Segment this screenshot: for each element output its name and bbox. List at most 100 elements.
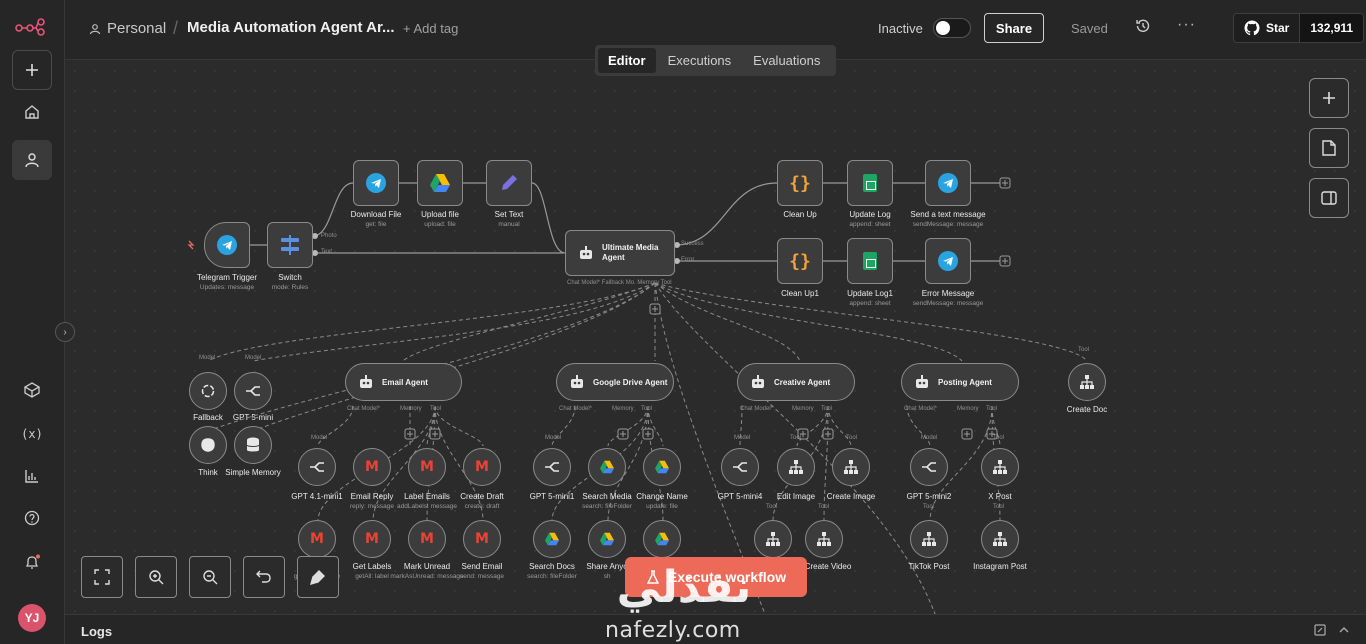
tab-editor[interactable]: Editor bbox=[598, 48, 656, 73]
node-set-text[interactable] bbox=[486, 160, 532, 206]
chevron-up-icon[interactable] bbox=[1338, 624, 1350, 636]
node-sub: search: fileFolder bbox=[582, 503, 632, 510]
node-creative-tool[interactable] bbox=[754, 520, 792, 558]
node-change-name[interactable] bbox=[643, 448, 681, 486]
node-send-text-message[interactable] bbox=[925, 160, 971, 206]
node-gpt-5-mini[interactable] bbox=[234, 372, 272, 410]
node-get-emails[interactable]: M bbox=[298, 520, 336, 558]
node-google-drive-agent[interactable]: Google Drive Agent bbox=[556, 363, 674, 401]
node-search-media[interactable] bbox=[588, 448, 626, 486]
port-label: Photo bbox=[321, 233, 337, 239]
node-label: GPT 4.1-mini1 bbox=[291, 492, 343, 501]
robot-icon bbox=[360, 375, 372, 388]
port-label: Chat Model* bbox=[347, 406, 381, 412]
execute-workflow-button[interactable]: Execute workflow bbox=[625, 557, 807, 597]
node-error-message[interactable] bbox=[925, 238, 971, 284]
history-icon[interactable] bbox=[1135, 18, 1151, 34]
node-update-log[interactable] bbox=[847, 160, 893, 206]
node-send-email[interactable]: M bbox=[463, 520, 501, 558]
github-star-button[interactable]: Star bbox=[1234, 14, 1300, 42]
node-switch[interactable] bbox=[267, 222, 313, 268]
breadcrumb[interactable]: Personal bbox=[89, 20, 166, 37]
home-button[interactable] bbox=[12, 92, 52, 132]
node-gpt-4-1-mini1[interactable] bbox=[298, 448, 336, 486]
port-label: Tool bbox=[993, 435, 1005, 441]
node-x-post[interactable] bbox=[981, 448, 1019, 486]
breadcrumb-home[interactable]: Personal bbox=[107, 20, 167, 37]
box-icon bbox=[24, 382, 40, 398]
variables-button[interactable]: (x) bbox=[12, 414, 52, 454]
node-upload-file[interactable] bbox=[417, 160, 463, 206]
node-label-emails[interactable]: M bbox=[408, 448, 446, 486]
add-node-button[interactable] bbox=[1309, 78, 1349, 118]
node-label: Update Log1 bbox=[847, 289, 893, 298]
sticky-note-button[interactable] bbox=[1309, 128, 1349, 168]
zoom-out-button[interactable] bbox=[189, 556, 231, 598]
templates-button[interactable] bbox=[12, 370, 52, 410]
github-star-widget[interactable]: Star 132,911 bbox=[1233, 13, 1365, 43]
personal-button[interactable] bbox=[12, 140, 52, 180]
node-mark-unread[interactable]: M bbox=[408, 520, 446, 558]
robot-icon bbox=[916, 375, 928, 388]
tab-executions[interactable]: Executions bbox=[667, 53, 732, 68]
tab-evaluations[interactable]: Evaluations bbox=[753, 53, 821, 68]
node-share-anyone[interactable] bbox=[588, 520, 626, 558]
node-instagram-post[interactable] bbox=[981, 520, 1019, 558]
brain-icon bbox=[201, 438, 215, 452]
node-update-log1[interactable] bbox=[847, 238, 893, 284]
node-email-agent[interactable]: Email Agent bbox=[345, 363, 462, 401]
port-label: Tool bbox=[1078, 347, 1090, 353]
node-drive-tool[interactable] bbox=[643, 520, 681, 558]
node-gpt-5-mini1[interactable] bbox=[533, 448, 571, 486]
node-think[interactable] bbox=[189, 426, 227, 464]
node-create-video[interactable] bbox=[805, 520, 843, 558]
node-search-docs[interactable] bbox=[533, 520, 571, 558]
node-label: Think bbox=[198, 468, 218, 477]
node-posting-agent[interactable]: Posting Agent bbox=[901, 363, 1019, 401]
node-create-doc[interactable] bbox=[1068, 363, 1106, 401]
node-get-labels[interactable]: M bbox=[353, 520, 391, 558]
node-telegram-trigger[interactable] bbox=[204, 222, 250, 268]
node-label: GPT 5-mini1 bbox=[529, 492, 575, 501]
node-email-reply[interactable]: M bbox=[353, 448, 391, 486]
port-label: Model bbox=[545, 435, 562, 441]
node-label: Telegram Trigger bbox=[196, 273, 258, 282]
tidy-up-button[interactable] bbox=[297, 556, 339, 598]
create-button[interactable] bbox=[12, 50, 52, 90]
workflow-canvas[interactable]: Telegram Trigger Updates: message Photo … bbox=[65, 61, 1366, 614]
node-tiktok-post[interactable] bbox=[910, 520, 948, 558]
node-label: Simple Memory bbox=[225, 468, 281, 477]
node-gpt-5-mini2[interactable] bbox=[910, 448, 948, 486]
node-clean-up[interactable]: {} bbox=[777, 160, 823, 206]
zoom-out-icon bbox=[203, 570, 218, 585]
node-create-draft[interactable]: M bbox=[463, 448, 501, 486]
help-button[interactable] bbox=[12, 498, 52, 538]
node-edit-image[interactable] bbox=[777, 448, 815, 486]
insights-button[interactable] bbox=[12, 456, 52, 496]
toggle-panel-button[interactable] bbox=[1309, 178, 1349, 218]
add-tag-button[interactable]: + Add tag bbox=[403, 21, 459, 36]
n8n-logo[interactable] bbox=[14, 14, 50, 36]
node-create-image[interactable] bbox=[832, 448, 870, 486]
notifications-button[interactable] bbox=[12, 542, 52, 582]
collapse-sidebar-button[interactable]: › bbox=[55, 322, 75, 342]
share-button[interactable]: Share bbox=[984, 13, 1044, 43]
gmail-icon: M bbox=[365, 459, 379, 475]
node-clean-up1[interactable]: {} bbox=[777, 238, 823, 284]
node-simple-memory[interactable] bbox=[234, 426, 272, 464]
fit-view-button[interactable] bbox=[81, 556, 123, 598]
node-creative-agent[interactable]: Creative Agent bbox=[737, 363, 855, 401]
popout-icon[interactable] bbox=[1314, 624, 1326, 636]
node-download-file[interactable] bbox=[353, 160, 399, 206]
workflow-title[interactable]: Media Automation Agent Ar... bbox=[187, 19, 395, 36]
activate-toggle[interactable] bbox=[933, 18, 971, 38]
sitemap-icon bbox=[1080, 375, 1094, 389]
undo-button[interactable] bbox=[243, 556, 285, 598]
node-gpt-5-mini4[interactable] bbox=[721, 448, 759, 486]
zoom-in-button[interactable] bbox=[135, 556, 177, 598]
avatar[interactable]: YJ bbox=[18, 604, 46, 632]
node-fallback[interactable] bbox=[189, 372, 227, 410]
more-options-icon[interactable]: ··· bbox=[1177, 16, 1196, 33]
logs-panel[interactable]: Logs bbox=[65, 614, 1366, 644]
node-ultimate-media-agent[interactable]: Ultimate Media Agent bbox=[565, 230, 675, 276]
